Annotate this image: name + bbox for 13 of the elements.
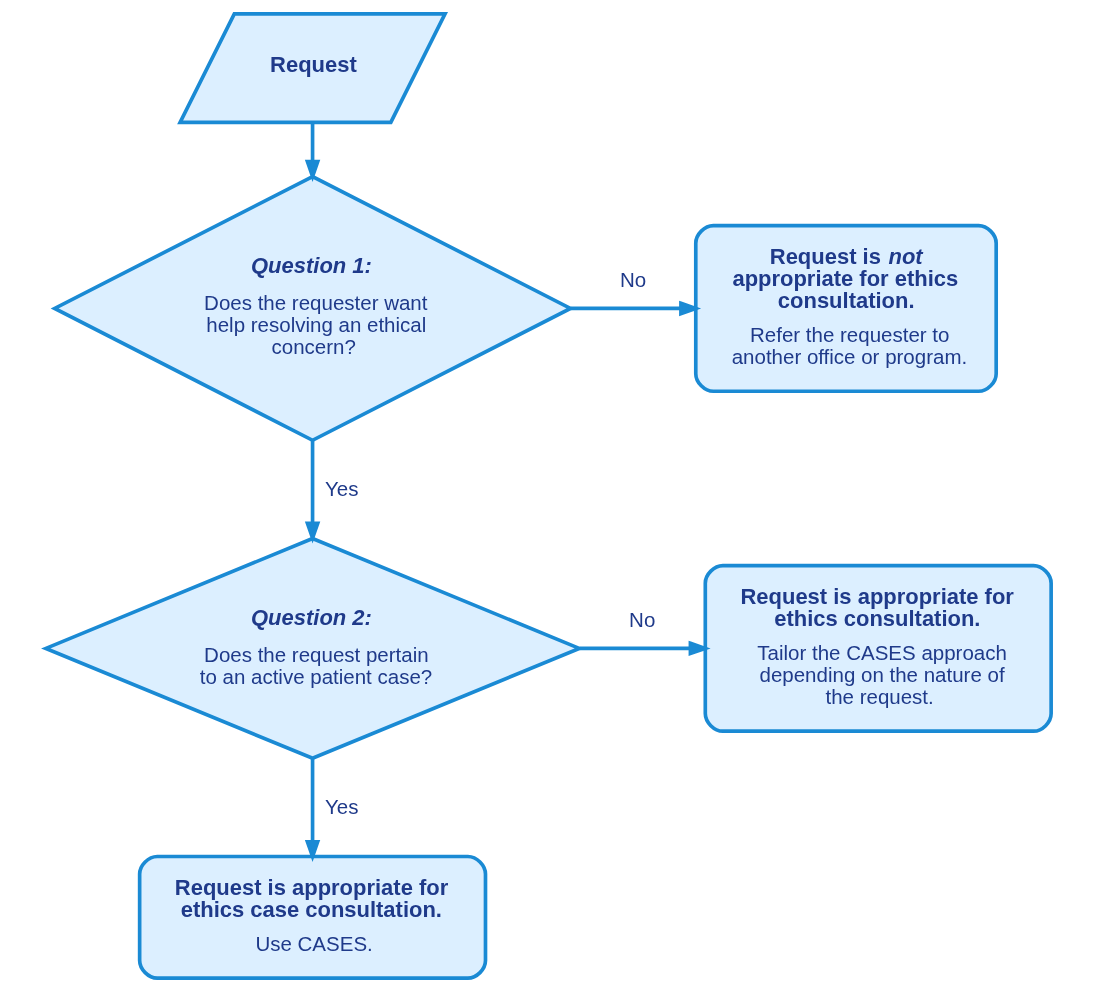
node-box: Request is appropriate for ethics consultation. Tailor the CASES approach depending on the nature of the request. [702, 563, 1053, 734]
edge-label: Yes [324, 794, 358, 818]
node-box: Request is appropriate for ethics case consultation. Use CASES. [137, 854, 487, 980]
arrow [304, 122, 320, 182]
arrow [570, 300, 701, 317]
edge-label: No [628, 608, 655, 632]
edge-label: No [619, 268, 646, 292]
arrow [579, 640, 711, 657]
arrow [304, 440, 320, 544]
node-diamond: Question 1: Does the requester want help resolving an ethical concern? [50, 174, 574, 443]
node-box: Request is not appropriate for ethics consultation. Refer the requester to another office or program. [693, 223, 998, 394]
edge-label: Yes [324, 476, 358, 500]
arrow [304, 758, 320, 862]
